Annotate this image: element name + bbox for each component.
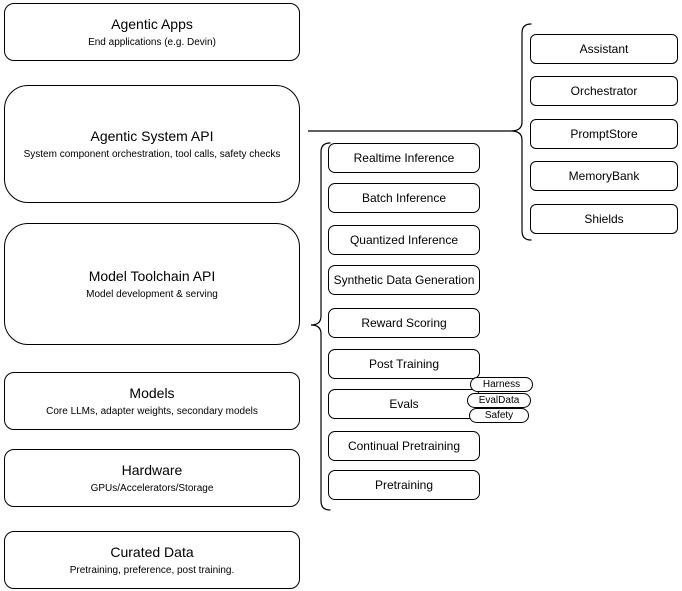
node-realtime-inference: Realtime Inference — [328, 143, 480, 173]
pill-label: EvalData — [478, 395, 520, 406]
node-shields: Shields — [530, 204, 678, 234]
pill-label: Safety — [484, 410, 514, 421]
node-evals-safety: Safety — [469, 408, 529, 423]
node-label: Assistant — [579, 42, 629, 56]
node-post-training: Post Training — [328, 349, 480, 379]
node-hardware: Hardware GPUs/Accelerators/Storage — [4, 449, 300, 507]
node-label: PromptStore — [570, 127, 638, 141]
node-evals: Evals — [328, 389, 480, 419]
node-title: Agentic System API — [90, 127, 214, 144]
node-assistant: Assistant — [530, 34, 678, 64]
node-title: Agentic Apps — [111, 15, 193, 32]
node-title: Curated Data — [110, 543, 194, 560]
node-label: Synthetic Data Generation — [333, 273, 475, 287]
node-subtitle: End applications (e.g. Devin) — [88, 36, 216, 48]
node-label: Quantized Inference — [349, 233, 459, 247]
node-models: Models Core LLMs, adapter weights, secon… — [4, 372, 300, 430]
node-curated-data: Curated Data Pretraining, preference, po… — [4, 531, 300, 589]
node-label: Evals — [389, 397, 419, 411]
node-memorybank: MemoryBank — [530, 161, 678, 191]
node-agentic-apps: Agentic Apps End applications (e.g. Devi… — [4, 3, 300, 61]
node-label: Continual Pretraining — [347, 439, 461, 453]
pill-label: Harness — [482, 379, 521, 390]
brace-toolchain-group — [310, 142, 331, 511]
node-label: Batch Inference — [361, 191, 447, 205]
node-label: MemoryBank — [568, 169, 640, 183]
node-title: Model Toolchain API — [88, 267, 216, 284]
node-subtitle: Core LLMs, adapter weights, secondary mo… — [46, 405, 258, 417]
node-quantized-inference: Quantized Inference — [328, 225, 480, 255]
node-label: Reward Scoring — [361, 316, 447, 330]
node-label: Post Training — [368, 357, 440, 371]
node-label: Shields — [584, 212, 624, 226]
node-title: Hardware — [121, 461, 183, 478]
node-subtitle: Model development & serving — [86, 288, 218, 300]
node-evals-harness: Harness — [470, 377, 533, 392]
node-batch-inference: Batch Inference — [328, 183, 480, 213]
node-continual-pretraining: Continual Pretraining — [328, 431, 480, 461]
node-synthetic-data-generation: Synthetic Data Generation — [328, 265, 480, 295]
node-model-toolchain-api: Model Toolchain API Model development & … — [4, 223, 300, 345]
node-label: Pretraining — [374, 478, 434, 492]
node-subtitle: System component orchestration, tool cal… — [23, 148, 281, 160]
node-subtitle: Pretraining, preference, post training. — [69, 564, 235, 576]
node-agentic-system-api: Agentic System API System component orch… — [4, 85, 300, 203]
node-orchestrator: Orchestrator — [530, 76, 678, 106]
brace-system-components-group — [510, 23, 532, 241]
node-label: Realtime Inference — [353, 151, 455, 165]
node-evals-evaldata: EvalData — [467, 393, 531, 408]
node-label: Orchestrator — [570, 84, 638, 98]
node-title: Models — [129, 384, 175, 401]
node-subtitle: GPUs/Accelerators/Storage — [90, 482, 214, 494]
node-promptstore: PromptStore — [530, 119, 678, 149]
node-pretraining: Pretraining — [328, 470, 480, 500]
node-reward-scoring: Reward Scoring — [328, 308, 480, 338]
